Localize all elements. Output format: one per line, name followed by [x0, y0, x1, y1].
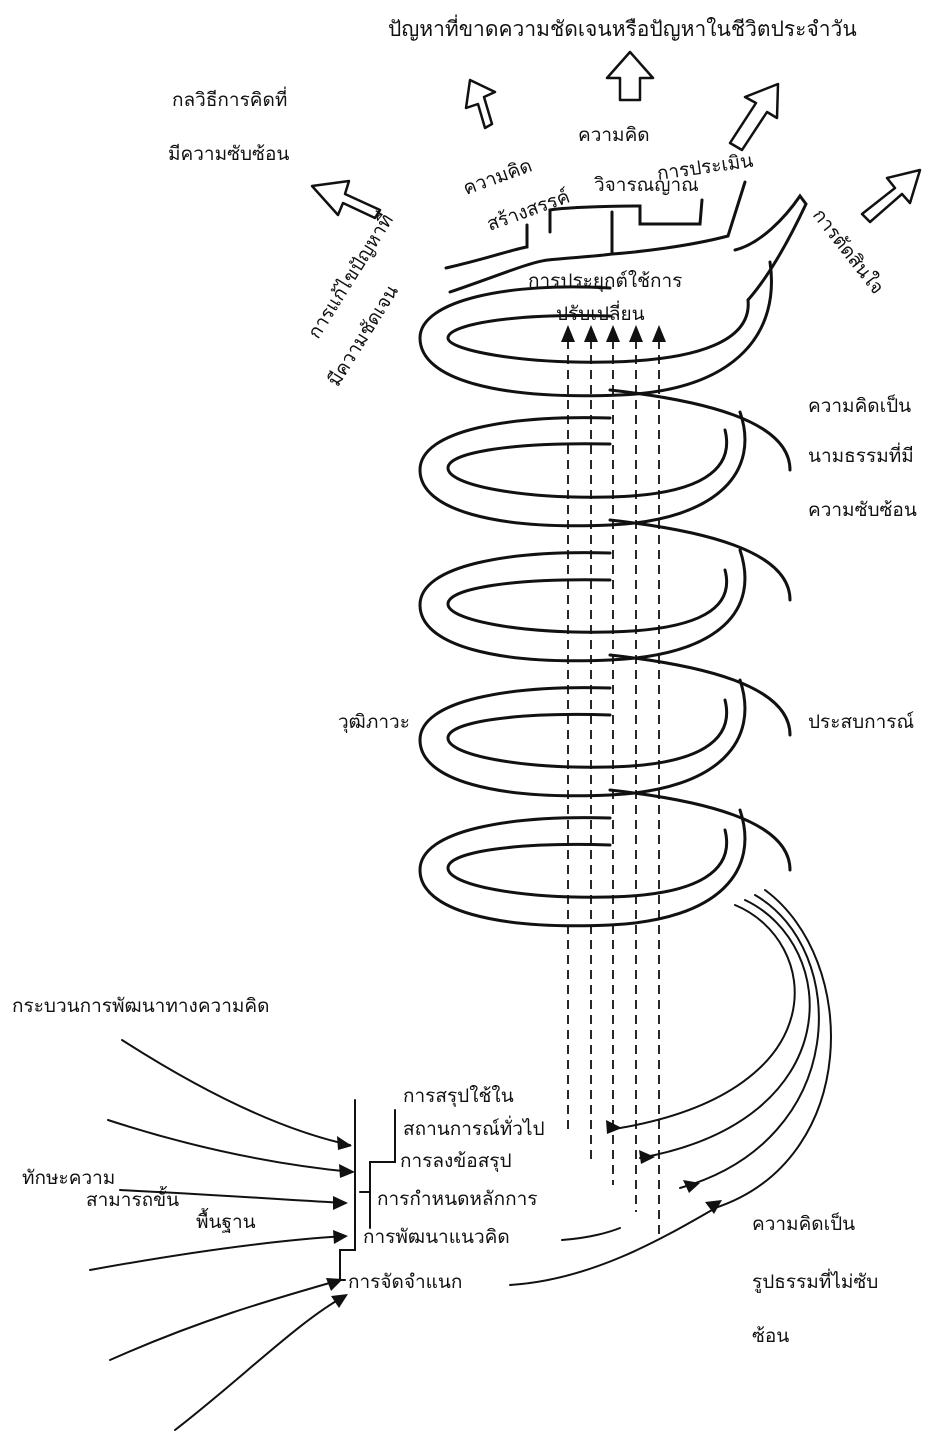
- maturity-label: วุฒิภาวะ: [338, 711, 410, 734]
- abstract-line3: ความซับซ้อน: [808, 499, 917, 521]
- concrete-line2: รูปธรรมที่ไม่ซับ: [752, 1268, 878, 1293]
- step-generalize-line2: สถานการณ์ทั่วไป: [403, 1115, 545, 1140]
- svg-text:การประเมิน: การประเมิน: [656, 150, 755, 185]
- arrow-right: [862, 170, 920, 222]
- step-classify: การจัดจำแนก: [348, 1271, 462, 1293]
- basic-skills-line1: ทักษะความ: [22, 1167, 115, 1189]
- arrow-left: [312, 181, 380, 218]
- top-title: ปัญหาที่ขาดความชัดเจนหรือปัญหาในชีวิตประ…: [388, 14, 857, 41]
- arrow-top-center: [607, 52, 653, 100]
- complex-strategy-line2: มีความซับซ้อน: [168, 143, 289, 165]
- branch-evaluation: การประเมิน: [656, 150, 755, 185]
- abstract-line1: ความคิดเป็น: [808, 393, 911, 417]
- step-concept: การพัฒนาแนวคิด: [363, 1226, 510, 1248]
- concrete-line3: ซ้อน: [752, 1325, 789, 1347]
- complex-strategy-line1: กลวิธีการคิดที่: [172, 86, 287, 111]
- svg-text:ความคิด: ความคิด: [460, 155, 535, 200]
- arrow-top-left: [466, 80, 495, 128]
- application-line1: การประยุกต์ใช้การ: [528, 270, 682, 293]
- experience-label: ประสบการณ์: [808, 711, 914, 733]
- branch-creative: ความคิด สร้างสรรค์: [460, 146, 573, 239]
- concrete-line1: ความคิดเป็น: [752, 1211, 855, 1235]
- branch-critical-line1: ความคิด: [578, 124, 650, 146]
- dashed-verticals: [561, 325, 666, 1240]
- process-title: กระบวนการพัฒนาทางความคิด: [12, 995, 269, 1017]
- basic-skills-line2: สามารถขั้น: [86, 1186, 179, 1211]
- svg-text:การตัดสินใจ: การตัดสินใจ: [808, 205, 888, 299]
- branch-problem-solving: การแก้ไขปัญหาที่ มีความชัดเจน: [285, 208, 433, 390]
- step-conclude: การลงข้อสรุป: [400, 1150, 512, 1173]
- sweep-lines: [620, 890, 831, 1208]
- application-line2: ปรับเปลี่ยน: [556, 300, 645, 325]
- arrow-top-right: [730, 84, 778, 150]
- basic-skills-line3: พื้นฐาน: [196, 1208, 256, 1233]
- step-principle: การกำหนดหลักการ: [377, 1188, 537, 1210]
- step-generalize-line1: การสรุปใช้ใน: [403, 1085, 514, 1108]
- abstract-line2: นามธรรมที่มี: [808, 442, 914, 467]
- spiral-coils: [420, 262, 790, 926]
- branch-decision: การตัดสินใจ: [808, 205, 888, 299]
